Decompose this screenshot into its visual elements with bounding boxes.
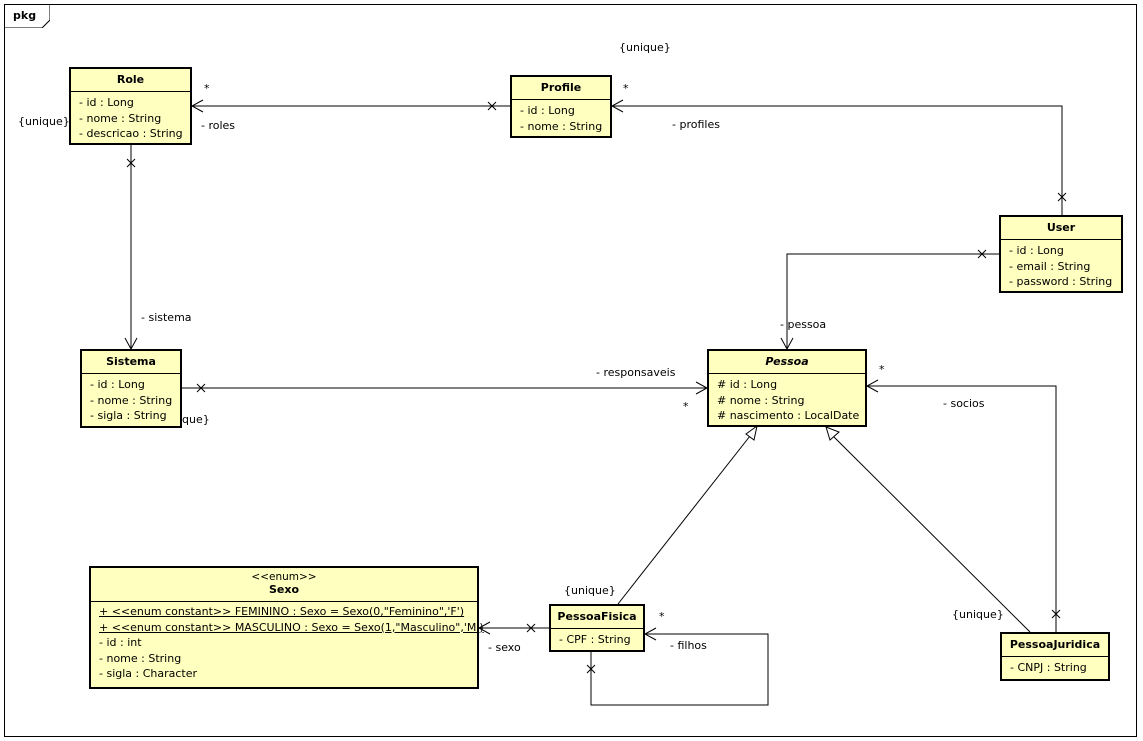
role-label-sistema: - sistema [141, 311, 192, 324]
class-pessoa-juridica[interactable]: PessoaJuridica - CNPJ : String [1000, 632, 1110, 681]
role-label-filhos: - filhos [670, 639, 707, 652]
attribute: - email : String [1009, 259, 1091, 273]
package-label: pkg [13, 9, 37, 22]
class-user-name: User [1001, 217, 1121, 240]
constraint-unique-pf: {unique} [564, 584, 616, 597]
class-pessoa-fisica-attrs: - CPF : String [551, 629, 643, 650]
enum-constant: + <<enum constant>> MASCULINO : Sexo = S… [99, 620, 484, 634]
attribute: - password : String [1009, 275, 1113, 288]
attribute: - nome : String [99, 651, 182, 665]
role-label-profiles: - profiles [672, 118, 720, 131]
attribute: - CNPJ : String [1010, 661, 1087, 674]
x-mark-sistema [196, 383, 206, 393]
multiplicity-socios: * [879, 363, 885, 376]
generalization-pf [617, 435, 751, 605]
generalization-triangle-pj [825, 426, 840, 441]
class-pessoa-fisica-name: PessoaFisica [551, 606, 643, 629]
class-user-attrs: - id : Long - email : String - password … [1001, 240, 1121, 292]
class-sistema-name: Sistema [82, 351, 180, 374]
constraint-unique-sistema: que} [182, 413, 210, 426]
class-role[interactable]: Role - id : Long - nome : String - descr… [69, 67, 192, 145]
x-mark-pj [1051, 609, 1061, 619]
edge-user-pessoa [786, 253, 999, 349]
multiplicity-profiles: * [623, 82, 629, 95]
edge-pj-socios [867, 385, 1057, 632]
class-pessoa[interactable]: Pessoa # id : Long # nome : String # nas… [707, 349, 867, 427]
class-role-attrs: - id : Long - nome : String - descricao … [71, 92, 190, 144]
class-sexo-stereotype: <<enum>> [251, 571, 317, 583]
edge-user-profile [612, 105, 1063, 215]
class-sexo[interactable]: <<enum>> Sexo + <<enum constant>> FEMINI… [89, 566, 484, 689]
generalization-pj [833, 436, 1031, 633]
attribute: - sigla : String [90, 409, 167, 422]
class-pessoa-name: Pessoa [709, 351, 865, 374]
attribute: - sigla : Character [99, 667, 198, 680]
multiplicity-filhos: * [659, 610, 665, 623]
attribute: - id : Long [1009, 244, 1064, 257]
class-pessoa-juridica-name: PessoaJuridica [1002, 634, 1108, 657]
edge-pf-filhos [590, 633, 769, 706]
arrowhead-filhos [643, 627, 657, 641]
class-pessoa-juridica-attrs: - CNPJ : String [1002, 657, 1108, 678]
x-mark-pf-sexo [526, 623, 536, 633]
class-profile-name: Profile [512, 77, 610, 100]
role-label-pessoa: - pessoa [780, 318, 827, 331]
attribute: # nome : String [717, 393, 805, 407]
constraint-unique-role: {unique} [18, 115, 70, 128]
class-profile[interactable]: Profile - id : Long - nome : String [510, 75, 612, 138]
arrowhead-socios [865, 379, 879, 393]
generalization-triangle-pf [745, 424, 758, 441]
constraint-unique-pj: {unique} [952, 608, 1004, 621]
attribute: - id : Long [79, 96, 134, 109]
x-mark-profile [487, 101, 497, 111]
attribute: - CPF : String [559, 633, 631, 646]
attribute: - nome : String [90, 393, 173, 407]
package-frame [4, 4, 1137, 737]
package-tab [4, 4, 50, 28]
attribute: - id : Long [90, 378, 145, 391]
class-role-name: Role [71, 69, 190, 92]
class-sexo-name: Sexo [268, 583, 300, 596]
attribute: - descricao : String [79, 127, 183, 140]
multiplicity-roles: * [204, 82, 210, 95]
attribute: - nome : String [520, 119, 603, 133]
attribute: # id : Long [717, 378, 778, 391]
role-label-responsaveis: - responsaveis [596, 366, 676, 379]
class-sistema-attrs: - id : Long - nome : String - sigla : St… [82, 374, 180, 426]
role-label-roles: - roles [201, 119, 236, 132]
x-mark-user-left [977, 249, 987, 259]
x-mark-role [126, 158, 136, 168]
class-user[interactable]: User - id : Long - email : String - pass… [999, 215, 1123, 293]
arrowhead-role [190, 99, 204, 113]
role-label-sexo: - sexo [488, 641, 521, 654]
x-mark-pf-filhos [586, 664, 596, 674]
arrowhead-profile [610, 99, 624, 113]
attribute: - id : Long [520, 104, 575, 117]
role-label-socios: - socios [943, 397, 985, 410]
enum-constant: + <<enum constant>> FEMININO : Sexo = Se… [99, 605, 465, 618]
class-pessoa-attrs: # id : Long # nome : String # nascimento… [709, 374, 865, 426]
attribute: # nascimento : LocalDate [717, 409, 860, 422]
arrowhead-sexo [477, 621, 491, 635]
class-profile-attrs: - id : Long - nome : String [512, 100, 610, 136]
class-pessoa-fisica[interactable]: PessoaFisica - CPF : String [549, 604, 645, 652]
attribute: - id : int [99, 636, 142, 649]
x-mark-user-top [1057, 192, 1067, 202]
attribute: - nome : String [79, 111, 162, 125]
class-sexo-attrs: + <<enum constant>> FEMININO : Sexo = Se… [91, 602, 484, 684]
multiplicity-responsaveis: * [683, 400, 689, 413]
class-sistema[interactable]: Sistema - id : Long - nome : String - si… [80, 349, 182, 428]
class-sexo-header: <<enum>> Sexo [91, 568, 477, 602]
constraint-unique-top: {unique} [619, 41, 671, 54]
